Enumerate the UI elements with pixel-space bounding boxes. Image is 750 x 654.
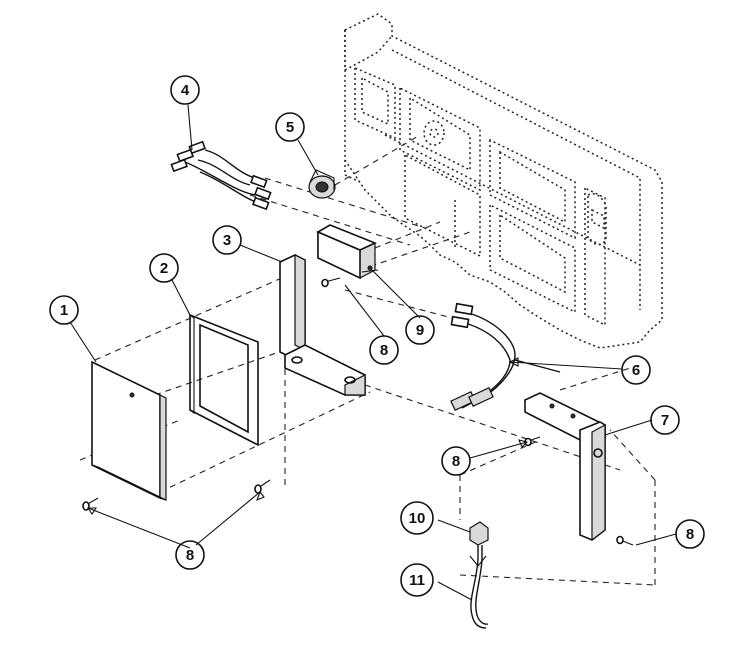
callout-3-label: 3	[223, 232, 231, 249]
callout-7: 7	[650, 405, 680, 435]
assembly-lines	[79, 134, 656, 586]
callout-1-label: 1	[60, 302, 68, 319]
callout-9: 9	[405, 315, 435, 345]
callout-8-bracket-label: 8	[452, 453, 460, 470]
part-5-grommet	[308, 169, 336, 199]
callout-3: 3	[212, 225, 242, 255]
callout-7-label: 7	[661, 412, 669, 429]
callout-4-label: 4	[181, 82, 190, 99]
screw-5	[616, 535, 634, 546]
part-4-wire-harness	[170, 140, 272, 211]
callout-8-bottom-label: 8	[186, 547, 194, 564]
vehicle-body-panel	[344, 13, 663, 349]
callout-1: 1	[49, 295, 79, 325]
leader-lines	[69, 104, 677, 601]
callout-8-relay-label: 8	[380, 342, 388, 359]
part-10-connector	[469, 521, 489, 546]
callout-9-label: 9	[416, 322, 424, 339]
part-3-l-bracket	[279, 254, 366, 396]
screw-2	[254, 479, 271, 494]
callout-5: 5	[275, 112, 305, 142]
callout-4: 4	[170, 75, 200, 105]
callout-2: 2	[149, 253, 179, 283]
callout-6: 6	[621, 355, 651, 385]
relay-box	[316, 224, 379, 280]
part-6-wire-harness	[450, 302, 561, 411]
callout-8-right: 8	[675, 519, 705, 549]
callout-2-label: 2	[160, 260, 168, 277]
part-7-mounting-bracket	[524, 392, 606, 542]
part-2-gasket-frame	[189, 313, 259, 447]
part-1-cover-plate	[91, 360, 167, 501]
part-11-cable	[469, 545, 489, 629]
screw-1	[82, 497, 99, 511]
screw-3	[321, 277, 341, 288]
callout-10: 10	[400, 501, 434, 535]
callout-5-label: 5	[286, 119, 294, 136]
callout-11-label: 11	[409, 572, 425, 589]
callout-8-bottom: 8	[175, 540, 205, 570]
callout-11: 11	[400, 563, 434, 597]
callout-10-label: 10	[409, 510, 426, 527]
screws	[82, 277, 634, 546]
callout-6-label: 6	[632, 362, 640, 379]
callout-8-right-label: 8	[686, 526, 694, 543]
screw-4	[524, 436, 541, 447]
callout-8-relay: 8	[369, 335, 399, 365]
callout-8-bracket: 8	[441, 446, 471, 476]
